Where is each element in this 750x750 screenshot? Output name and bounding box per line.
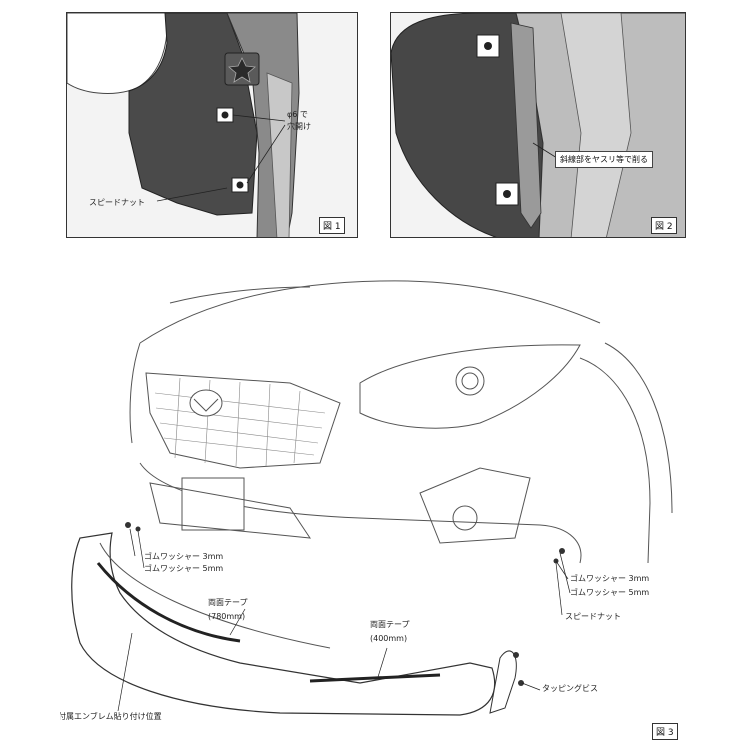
hood-line xyxy=(139,280,601,344)
tape-400 xyxy=(309,673,441,683)
figure-3-panel: ゴムワッシャー 3mm ゴムワッシャー 5mm 両面テープ (780mm) 両面… xyxy=(60,263,696,743)
headlight-outline xyxy=(359,344,581,429)
left-washer-3mm-label: ゴムワッシャー 3mm xyxy=(144,552,224,561)
speed-nut-label: スピードナット xyxy=(89,198,145,207)
tape-long-title: 両面テープ xyxy=(208,598,248,607)
left-washer-5mm-label: ゴムワッシャー 5mm xyxy=(144,564,224,573)
filing-area xyxy=(510,22,542,229)
tape-short-length: (400mm) xyxy=(370,634,408,643)
fog-lamp-housing xyxy=(419,467,531,544)
figure-2-panel: 斜線部をヤスリ等で削る 図 2 xyxy=(390,12,686,238)
figure-2-label: 図 2 xyxy=(651,217,677,234)
figure-1-drawing xyxy=(67,13,300,237)
tape-short-title: 両面テープ xyxy=(370,620,410,629)
tape-long-length: (780mm) xyxy=(208,612,246,621)
figure-1-panel: φ6 で 穴開け スピードナット 図 1 xyxy=(66,12,358,238)
grille-outline xyxy=(145,372,341,469)
emblem-position-label: 付属エンブレム貼り付け位置 xyxy=(60,712,162,721)
emblem-shape xyxy=(189,389,223,417)
tape-780 xyxy=(96,562,241,643)
file-note-label: 斜線部をヤスリ等で削る xyxy=(555,151,653,168)
figure-3-drawing xyxy=(71,280,673,716)
bumper-body xyxy=(391,13,544,237)
tapping-screw-label: タッピングビス xyxy=(542,684,598,693)
right-washer-3mm-label: ゴムワッシャー 3mm xyxy=(570,574,650,583)
license-plate xyxy=(181,477,245,531)
figure-2-drawing xyxy=(391,13,685,237)
speed-nut-label: スピードナット xyxy=(565,612,621,621)
hole-note-line2: 穴開け xyxy=(287,122,311,131)
front-spoiler xyxy=(71,532,496,716)
figure-1-label: 図 1 xyxy=(319,217,345,234)
clip-star xyxy=(228,57,256,83)
figure-3-label: 図 3 xyxy=(652,723,678,740)
right-washer-5mm-label: ゴムワッシャー 5mm xyxy=(570,588,650,597)
hole-note-line1: φ6 で xyxy=(287,110,308,119)
